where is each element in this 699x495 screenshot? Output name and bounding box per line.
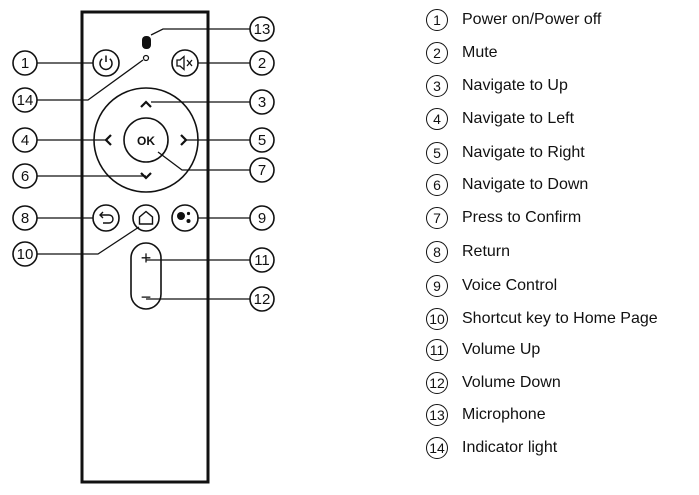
callout-7: 7: [249, 157, 275, 183]
svg-text:3: 3: [258, 94, 266, 111]
legend-number: 2: [426, 42, 448, 64]
legend-text: Press to Confirm: [462, 209, 582, 226]
legend-text: Microphone: [462, 406, 546, 423]
callout-2: 2: [249, 50, 275, 76]
legend-text: Navigate to Up: [462, 77, 568, 94]
legend-item: 11 Volume Up: [426, 337, 540, 363]
legend-text: Shortcut key to Home Page: [462, 310, 658, 327]
legend-number: 8: [426, 241, 448, 263]
leader-lines: [37, 28, 250, 300]
callout-10: 10: [12, 241, 38, 267]
return-icon: [99, 211, 114, 224]
svg-text:10: 10: [17, 246, 34, 263]
svg-text:6: 6: [21, 168, 29, 185]
callout-8: 8: [12, 205, 38, 231]
volume-down-label: −: [141, 287, 152, 307]
legend-text: Power on/Power off: [462, 11, 602, 28]
legend-text: Navigate to Left: [462, 110, 575, 127]
legend-number: 6: [426, 174, 448, 196]
svg-text:14: 14: [17, 92, 34, 109]
legend-item: 3 Navigate to Up: [426, 73, 568, 99]
legend: 1 Power on/Power off 2 Mute 3 Navigate to U…: [426, 0, 699, 495]
legend-item: 6 Navigate to Down: [426, 172, 588, 198]
legend-number: 1: [426, 9, 448, 31]
home-icon: [138, 210, 154, 225]
legend-item: 14 Indicator light: [426, 435, 557, 461]
legend-item: 8 Return: [426, 239, 510, 265]
indicator-light: [142, 54, 150, 62]
legend-number: 10: [426, 308, 448, 330]
voice-assistant-icon: [177, 211, 191, 223]
legend-text: Return: [462, 243, 511, 260]
voice-control-button[interactable]: [171, 204, 199, 232]
legend-text: Voice Control: [462, 277, 558, 294]
ok-label: OK: [137, 134, 155, 148]
remote-diagram: OK + −: [12, 10, 275, 484]
return-button[interactable]: [92, 204, 120, 232]
svg-text:4: 4: [21, 132, 29, 149]
mute-button[interactable]: [171, 49, 199, 77]
legend-number: 5: [426, 142, 448, 164]
legend-item: 5 Navigate to Right: [426, 140, 585, 166]
legend-text: Navigate to Right: [462, 144, 585, 161]
legend-text: Volume Up: [462, 341, 541, 358]
dpad-up-button[interactable]: [140, 100, 152, 108]
svg-text:12: 12: [254, 291, 271, 308]
legend-number: 11: [426, 339, 448, 361]
legend-item: 7 Press to Confirm: [426, 205, 581, 231]
svg-text:5: 5: [258, 132, 266, 149]
legend-number: 4: [426, 108, 448, 130]
power-button[interactable]: [92, 49, 120, 77]
callout-5: 5: [249, 127, 275, 153]
svg-text:1: 1: [21, 55, 29, 72]
legend-item: 4 Navigate to Left: [426, 106, 574, 132]
svg-text:7: 7: [258, 162, 266, 179]
legend-number: 13: [426, 404, 448, 426]
home-button[interactable]: [132, 204, 160, 232]
power-icon: [99, 58, 113, 71]
svg-text:2: 2: [258, 55, 266, 72]
callout-12: 12: [249, 286, 275, 312]
svg-text:11: 11: [254, 252, 270, 269]
legend-text: Mute: [462, 44, 498, 61]
microphone-icon: [142, 36, 151, 49]
svg-text:9: 9: [258, 210, 266, 227]
svg-text:8: 8: [21, 210, 29, 227]
legend-item: 2 Mute: [426, 40, 498, 66]
callout-9: 9: [249, 205, 275, 231]
legend-number: 14: [426, 437, 448, 459]
ok-button[interactable]: OK: [123, 117, 169, 163]
legend-text: Indicator light: [462, 439, 558, 456]
callout-3: 3: [249, 89, 275, 115]
legend-number: 3: [426, 75, 448, 97]
legend-item: 10 Shortcut key to Home Page: [426, 306, 658, 332]
legend-item: 13 Microphone: [426, 402, 546, 428]
legend-item: 1 Power on/Power off: [426, 7, 601, 33]
legend-text: Volume Down: [462, 374, 561, 391]
dpad-down-button[interactable]: [140, 172, 152, 180]
callout-14: 14: [12, 87, 38, 113]
volume-up-label: +: [141, 248, 152, 268]
svg-text:13: 13: [254, 21, 271, 38]
callout-1: 1: [12, 50, 38, 76]
callout-13: 13: [249, 16, 275, 42]
legend-item: 9 Voice Control: [426, 273, 557, 299]
callout-6: 6: [12, 163, 38, 189]
legend-number: 7: [426, 207, 448, 229]
legend-number: 12: [426, 372, 448, 394]
mute-speaker-icon: [176, 55, 193, 71]
legend-item: 12 Volume Down: [426, 370, 561, 396]
legend-text: Navigate to Down: [462, 176, 589, 193]
callout-4: 4: [12, 127, 38, 153]
legend-number: 9: [426, 275, 448, 297]
callout-11: 11: [249, 247, 275, 273]
